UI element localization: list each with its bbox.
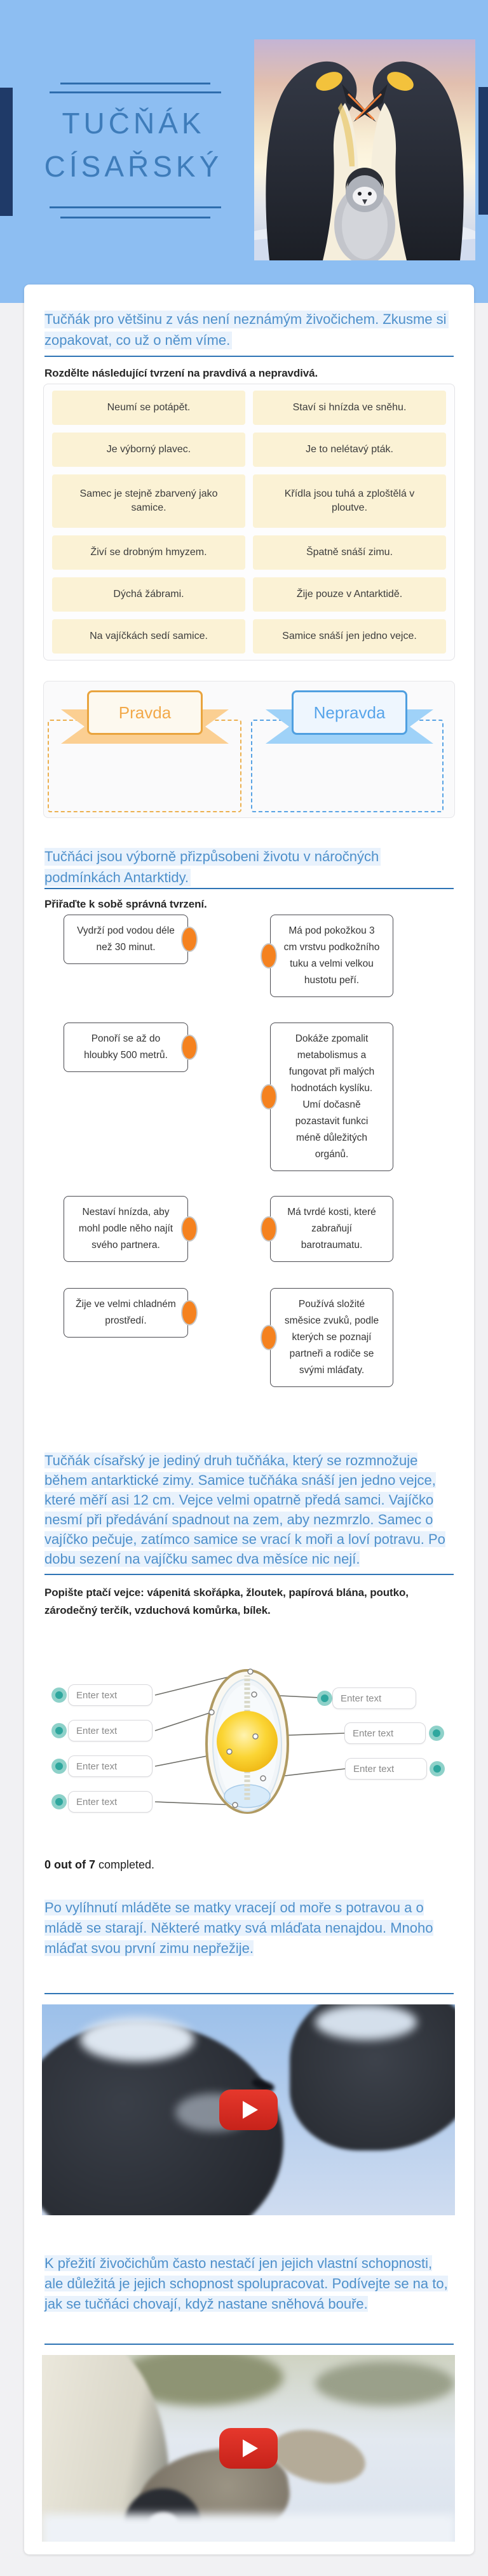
- match-point-icon[interactable]: [51, 1794, 67, 1809]
- pair-right-card[interactable]: Má tvrdé kosti, které zabraňují barotrau…: [261, 1196, 393, 1263]
- statement-card[interactable]: Je to nelétavý pták.: [253, 433, 446, 467]
- video-thumbnail-chicks[interactable]: [42, 2004, 455, 2215]
- statement-card[interactable]: Samec je stejně zbarvený jako samice.: [52, 474, 245, 528]
- ribbon-false: Nepravda: [266, 690, 433, 744]
- worksheet-card: Tučňák pro většinu z vás není neznámým ž…: [24, 285, 474, 2554]
- section3-instruction: Popište ptačí vejce: vápenitá skořápka, …: [44, 1584, 454, 1620]
- divider-rule: [44, 356, 454, 357]
- play-icon[interactable]: [219, 2090, 278, 2130]
- egg-label-input-1[interactable]: [68, 1684, 152, 1706]
- sorting-panel: Pravda Nepravda: [43, 681, 455, 818]
- egg-label-input-4[interactable]: [68, 1791, 152, 1813]
- hero-banner: TUČŇÁK CÍSAŘSKÝ: [0, 0, 488, 303]
- connector-dot-icon[interactable]: [261, 1216, 277, 1242]
- connector-dot-icon[interactable]: [181, 1300, 198, 1326]
- title-rule: [60, 83, 210, 84]
- connector-dot-icon[interactable]: [261, 943, 277, 969]
- section5-heading: K přežití živočichům často nestačí jen j…: [44, 2255, 448, 2312]
- penguin-photo-art: [254, 39, 475, 260]
- match-point-icon[interactable]: [430, 1761, 445, 1776]
- connector-dot-icon[interactable]: [261, 1084, 277, 1110]
- page-title: TUČŇÁK CÍSAŘSKÝ: [25, 102, 241, 188]
- egg-label-input-5[interactable]: [332, 1687, 416, 1709]
- section4-heading: Po vylíhnutí mláděte se matky vracejí od…: [44, 1900, 433, 1956]
- matching-pairs-area: Vydrží pod vodou déle než 30 minut. Má p…: [24, 912, 474, 1402]
- progress-status: 0 out of 7 completed.: [44, 1858, 454, 1872]
- statement-card[interactable]: Dýchá žábrami.: [52, 577, 245, 612]
- egg-label-input-3[interactable]: [68, 1755, 152, 1777]
- statement-card[interactable]: Staví si hnízda ve sněhu.: [253, 391, 446, 425]
- connector-dot-icon[interactable]: [181, 1216, 198, 1242]
- title-rule: [60, 217, 210, 218]
- match-point-icon[interactable]: [317, 1691, 332, 1706]
- statement-card[interactable]: Na vajíčkách sedí samice.: [52, 619, 245, 654]
- divider-rule: [44, 888, 454, 889]
- statement-card[interactable]: Živí se drobným hmyzem.: [52, 535, 245, 570]
- match-point-icon[interactable]: [51, 1687, 67, 1703]
- ribbon-false-label: Nepravda: [292, 690, 407, 735]
- egg-label-input-7[interactable]: [345, 1758, 427, 1780]
- pair-right-card[interactable]: Používá složité směsice zvuků, podle kte…: [261, 1288, 393, 1388]
- egg-term-bold: žloutek,: [246, 1587, 286, 1599]
- ribbon-true-label: Pravda: [87, 690, 203, 735]
- egg-labeling-widget: [44, 1636, 464, 1852]
- connector-dot-icon[interactable]: [261, 1325, 277, 1351]
- egg-label-input-6[interactable]: [344, 1722, 426, 1744]
- connector-dot-icon[interactable]: [181, 1035, 198, 1061]
- progress-label: completed.: [95, 1858, 155, 1871]
- hero-accent-bar-right: [478, 87, 488, 215]
- connector-dot-icon[interactable]: [181, 927, 198, 953]
- pair-left-card[interactable]: Ponoří se až do hloubky 500 metrů.: [64, 1023, 198, 1073]
- statement-card[interactable]: Křídla jsou tuhá a zploštělá v ploutve.: [253, 474, 446, 528]
- statement-card[interactable]: Je výborný plavec.: [52, 433, 245, 467]
- ribbon-true: Pravda: [61, 690, 229, 744]
- divider-rule: [44, 1993, 454, 1994]
- page-title-line1: TUČŇÁK: [62, 107, 205, 140]
- match-point-icon[interactable]: [429, 1726, 444, 1741]
- divider-rule: [44, 1574, 454, 1575]
- page-title-line2: CÍSAŘSKÝ: [44, 150, 223, 183]
- hero-accent-bar-left: [0, 88, 13, 216]
- video-thumbnail-snowstorm[interactable]: [42, 2355, 455, 2542]
- pair-left-card[interactable]: Nestaví hnízda, aby mohl podle něho nají…: [64, 1196, 198, 1263]
- egg-terms-text: Popište ptačí vejce: vápenitá skořápka,: [44, 1587, 247, 1599]
- statement-card[interactable]: Neumí se potápět.: [52, 391, 245, 425]
- title-rule: [50, 91, 221, 93]
- penguin-photo: [254, 39, 475, 260]
- statement-card[interactable]: Žije pouze v Antarktidě.: [253, 577, 446, 612]
- match-point-icon[interactable]: [51, 1723, 67, 1738]
- statements-grid: Neumí se potápět. Staví si hnízda ve sně…: [52, 391, 446, 654]
- section1-instruction: Rozdělte následující tvrzení na pravdivá…: [44, 367, 318, 379]
- egg-label-input-2[interactable]: [68, 1720, 152, 1741]
- egg-term-bold: poutko,: [370, 1587, 409, 1599]
- section3-paragraph: Tučňák císařský je jediný druh tučňáka, …: [44, 1452, 445, 1567]
- egg-terms-text: zárodečný terčík, vzduchová komůrka, bíl…: [44, 1604, 271, 1616]
- pair-left-card[interactable]: Vydrží pod vodou déle než 30 minut.: [64, 915, 198, 965]
- pair-right-card[interactable]: Dokáže zpomalit metabolismus a fungovat …: [261, 1023, 393, 1172]
- statement-card[interactable]: Špatně snáší zimu.: [253, 535, 446, 570]
- pair-left-card[interactable]: Žije ve velmi chladném prostředí.: [64, 1288, 198, 1338]
- statement-card[interactable]: Samice snáší jen jedno vejce.: [253, 619, 446, 654]
- pair-right-card[interactable]: Má pod pokožkou 3 cm vrstvu podkožního t…: [261, 915, 393, 998]
- divider-rule: [44, 2344, 454, 2345]
- match-point-icon[interactable]: [51, 1759, 67, 1774]
- statements-panel: Neumí se potápět. Staví si hnízda ve sně…: [43, 384, 455, 661]
- section1-heading: Tučňák pro většinu z vás není neznámým ž…: [44, 309, 454, 351]
- title-rule: [50, 206, 221, 208]
- progress-count: 0 out of 7: [44, 1858, 95, 1871]
- egg-terms-text: papírová blána,: [285, 1587, 370, 1599]
- play-icon[interactable]: [219, 2428, 278, 2469]
- section2-heading: Tučňáci jsou výborně přizpůsobeni životu…: [44, 846, 454, 888]
- egg-diagram: [154, 1668, 346, 1815]
- section2-instruction: Přiřaďte k sobě správná tvrzení.: [44, 898, 207, 910]
